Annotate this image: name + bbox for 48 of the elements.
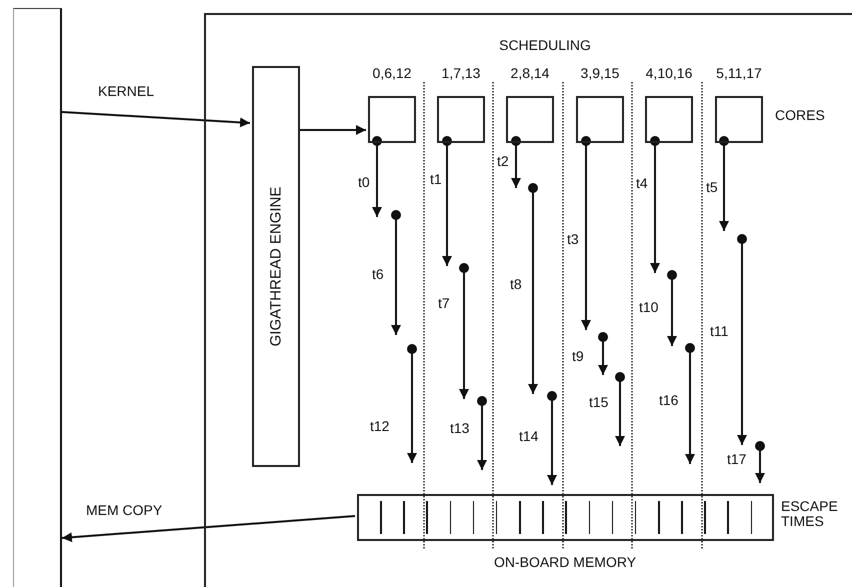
- thread-label: t9: [572, 349, 584, 364]
- thread-label: t7: [438, 296, 450, 312]
- thread-label: t17: [727, 452, 746, 468]
- thread-label: t3: [567, 232, 579, 248]
- core-box: [437, 96, 485, 143]
- thread-arrow: [650, 136, 660, 273]
- thread-label: t11: [710, 324, 728, 340]
- core-index-label: 5,11,17: [716, 66, 762, 82]
- core-index-label: 1,7,13: [442, 66, 480, 82]
- thread-label: t5: [706, 180, 718, 196]
- core-index-label: 3,9,15: [580, 66, 620, 82]
- thread-arrow: [581, 136, 591, 330]
- core-index-label: 4,10,16: [646, 66, 692, 82]
- memory-note: ESCAPE TIMES: [781, 499, 839, 530]
- thread-label: t0: [358, 175, 370, 190]
- core-box: [506, 96, 554, 143]
- thread-arrow: [719, 136, 729, 231]
- core-index-label: 2,8,14: [510, 66, 550, 82]
- thread-arrow: [442, 136, 452, 266]
- thread-label: t16: [659, 393, 678, 408]
- thread-label: t15: [589, 395, 608, 410]
- thread-label: t8: [510, 277, 522, 292]
- core-box: [576, 96, 624, 143]
- core-box: [645, 96, 693, 143]
- thread-label: t6: [372, 267, 384, 282]
- thread-label: t1: [430, 172, 442, 188]
- arrow: [62, 515, 356, 542]
- arrow: [62, 111, 250, 128]
- thread-label: t14: [519, 429, 538, 444]
- thread-label: t13: [450, 421, 470, 436]
- cores-label: CORES: [775, 108, 825, 124]
- thread-arrow: [511, 136, 521, 188]
- thread-label: t4: [636, 176, 648, 192]
- thread-label: t12: [370, 419, 390, 434]
- core-index-label: 0,6,12: [372, 66, 412, 82]
- thread-arrow: [372, 136, 382, 217]
- host-panel: [13, 8, 62, 587]
- device-panel: [204, 13, 852, 587]
- core-box: [368, 96, 416, 143]
- thread-label: t2: [497, 154, 509, 170]
- memory-label: ON-BOARD MEMORY: [494, 555, 636, 570]
- memory-bar: [357, 494, 774, 541]
- section-title: SCHEDULING: [499, 38, 591, 54]
- edge-label: MEM COPY: [86, 503, 162, 518]
- thread-label: t10: [639, 300, 658, 316]
- arrow: [298, 125, 366, 135]
- core-box: [715, 96, 763, 143]
- engine-box: GIGATHREAD ENGINE: [252, 66, 300, 467]
